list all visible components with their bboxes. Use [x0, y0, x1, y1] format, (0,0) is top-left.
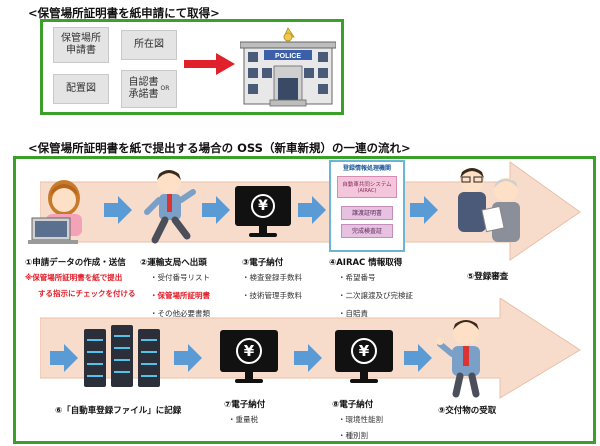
step1-note-line1: ※保管場所証明書を紙で提出	[25, 273, 123, 282]
step6-title: ⑥「自動車登録ファイル」に記録	[55, 406, 182, 416]
step3-title: ③電子納付	[242, 258, 284, 268]
airac-system-box: 自動車共同システム (AIRAC)	[337, 176, 397, 198]
monitor-stand	[245, 372, 253, 379]
step3-item-1: ・検査登録手数料	[242, 273, 302, 282]
monitor-base	[249, 233, 277, 237]
step1-title: ①申請データの作成・送信	[25, 258, 126, 268]
yen-icon: ¥	[351, 338, 377, 364]
doc-layout-map: 配置図	[53, 74, 109, 104]
step7-item-1: ・重量税	[228, 415, 258, 424]
person-laptop-icon	[28, 180, 82, 244]
doc-layout-map-label: 配置図	[66, 82, 96, 94]
doc-location-map: 所在図	[121, 30, 177, 60]
server-unit	[84, 329, 106, 387]
airac-system-sub: (AIRAC)	[357, 188, 377, 194]
airac-panel: 登録情報処理機関 自動車共同システム (AIRAC) 譲渡証明書 完成検査証	[329, 160, 405, 252]
yen-monitor-3: ¥	[335, 330, 393, 384]
server-unit	[111, 325, 133, 387]
yen-icon: ¥	[236, 338, 262, 364]
officials-icon	[458, 168, 520, 242]
step2-item-1: ・受付番号リスト	[150, 273, 210, 282]
doc-consent-or: OR	[160, 85, 170, 93]
blue-arrow-icon	[202, 196, 230, 224]
airac-cert1: 譲渡証明書	[341, 206, 393, 220]
yen-icon: ¥	[251, 194, 275, 218]
doc-location-map-label: 所在図	[134, 38, 164, 50]
step9-title: ⑨交付物の受取	[438, 406, 497, 416]
blue-arrow-icon	[104, 196, 132, 224]
step4-title: ④AIRAC 情報取得	[329, 258, 403, 268]
airac-cert2: 完成検査証	[341, 224, 393, 238]
person-thumbs-up-icon	[436, 319, 480, 398]
blue-arrow-icon	[50, 344, 78, 372]
section1-heading: <保管場所証明書を紙申請にて取得>	[28, 6, 220, 20]
monitor-stand	[259, 226, 267, 233]
step3-item-2: ・技術管理手数料	[242, 291, 302, 300]
step4-item-2: ・二次譲渡及び完検証	[338, 291, 413, 300]
server-unit	[138, 329, 160, 387]
blue-arrow-icon	[294, 344, 322, 372]
police-station-icon: POLICE	[240, 27, 336, 107]
step4-item-1: ・希望番号	[338, 273, 376, 282]
blue-arrow-icon	[404, 344, 432, 372]
doc-consent-label: 自認書 承諾書	[128, 76, 159, 101]
step5-title: ⑤登録審査	[467, 272, 509, 282]
section1-frame	[40, 19, 344, 115]
monitor-base	[350, 379, 378, 383]
step8-item-2: ・種別割	[338, 431, 368, 440]
step1-note-line2: する指示にチェックを付ける	[38, 289, 136, 298]
monitor-stand	[360, 372, 368, 379]
step2-title: ②運輸支局へ出頭	[140, 258, 207, 268]
section2-frame	[13, 156, 596, 444]
doc-application-label: 保管場所 申請書	[61, 32, 101, 57]
step8-item-1: ・環境性能割	[338, 415, 383, 424]
step7-title: ⑦電子納付	[224, 400, 266, 410]
yen-monitor-1: ¥	[235, 186, 291, 238]
server-rack-icon	[84, 325, 162, 389]
section2-heading: <保管場所証明書を紙で提出する場合の OSS（新車新規）の一連の流れ>	[28, 141, 411, 155]
airac-header: 登録情報処理機関	[342, 165, 391, 172]
person-running-icon	[144, 170, 196, 244]
step8-title: ⑧電子納付	[332, 400, 374, 410]
blue-arrow-icon	[410, 196, 438, 224]
yen-monitor-2: ¥	[220, 330, 278, 384]
doc-consent: 自認書 承諾書 OR	[121, 70, 177, 108]
step4-item-3: ・自賠責	[338, 309, 368, 318]
blue-arrow-icon	[298, 196, 326, 224]
step2-item-3: ・その他必要書類	[150, 309, 210, 318]
monitor-base	[235, 379, 263, 383]
step2-item-2: ・保管場所証明書	[150, 291, 210, 300]
blue-arrow-icon	[174, 344, 202, 372]
police-sign: POLICE	[275, 53, 301, 60]
airac-system-label: 自動車共同システム	[342, 182, 392, 188]
red-arrow-icon	[184, 53, 235, 75]
doc-application: 保管場所 申請書	[53, 27, 109, 63]
